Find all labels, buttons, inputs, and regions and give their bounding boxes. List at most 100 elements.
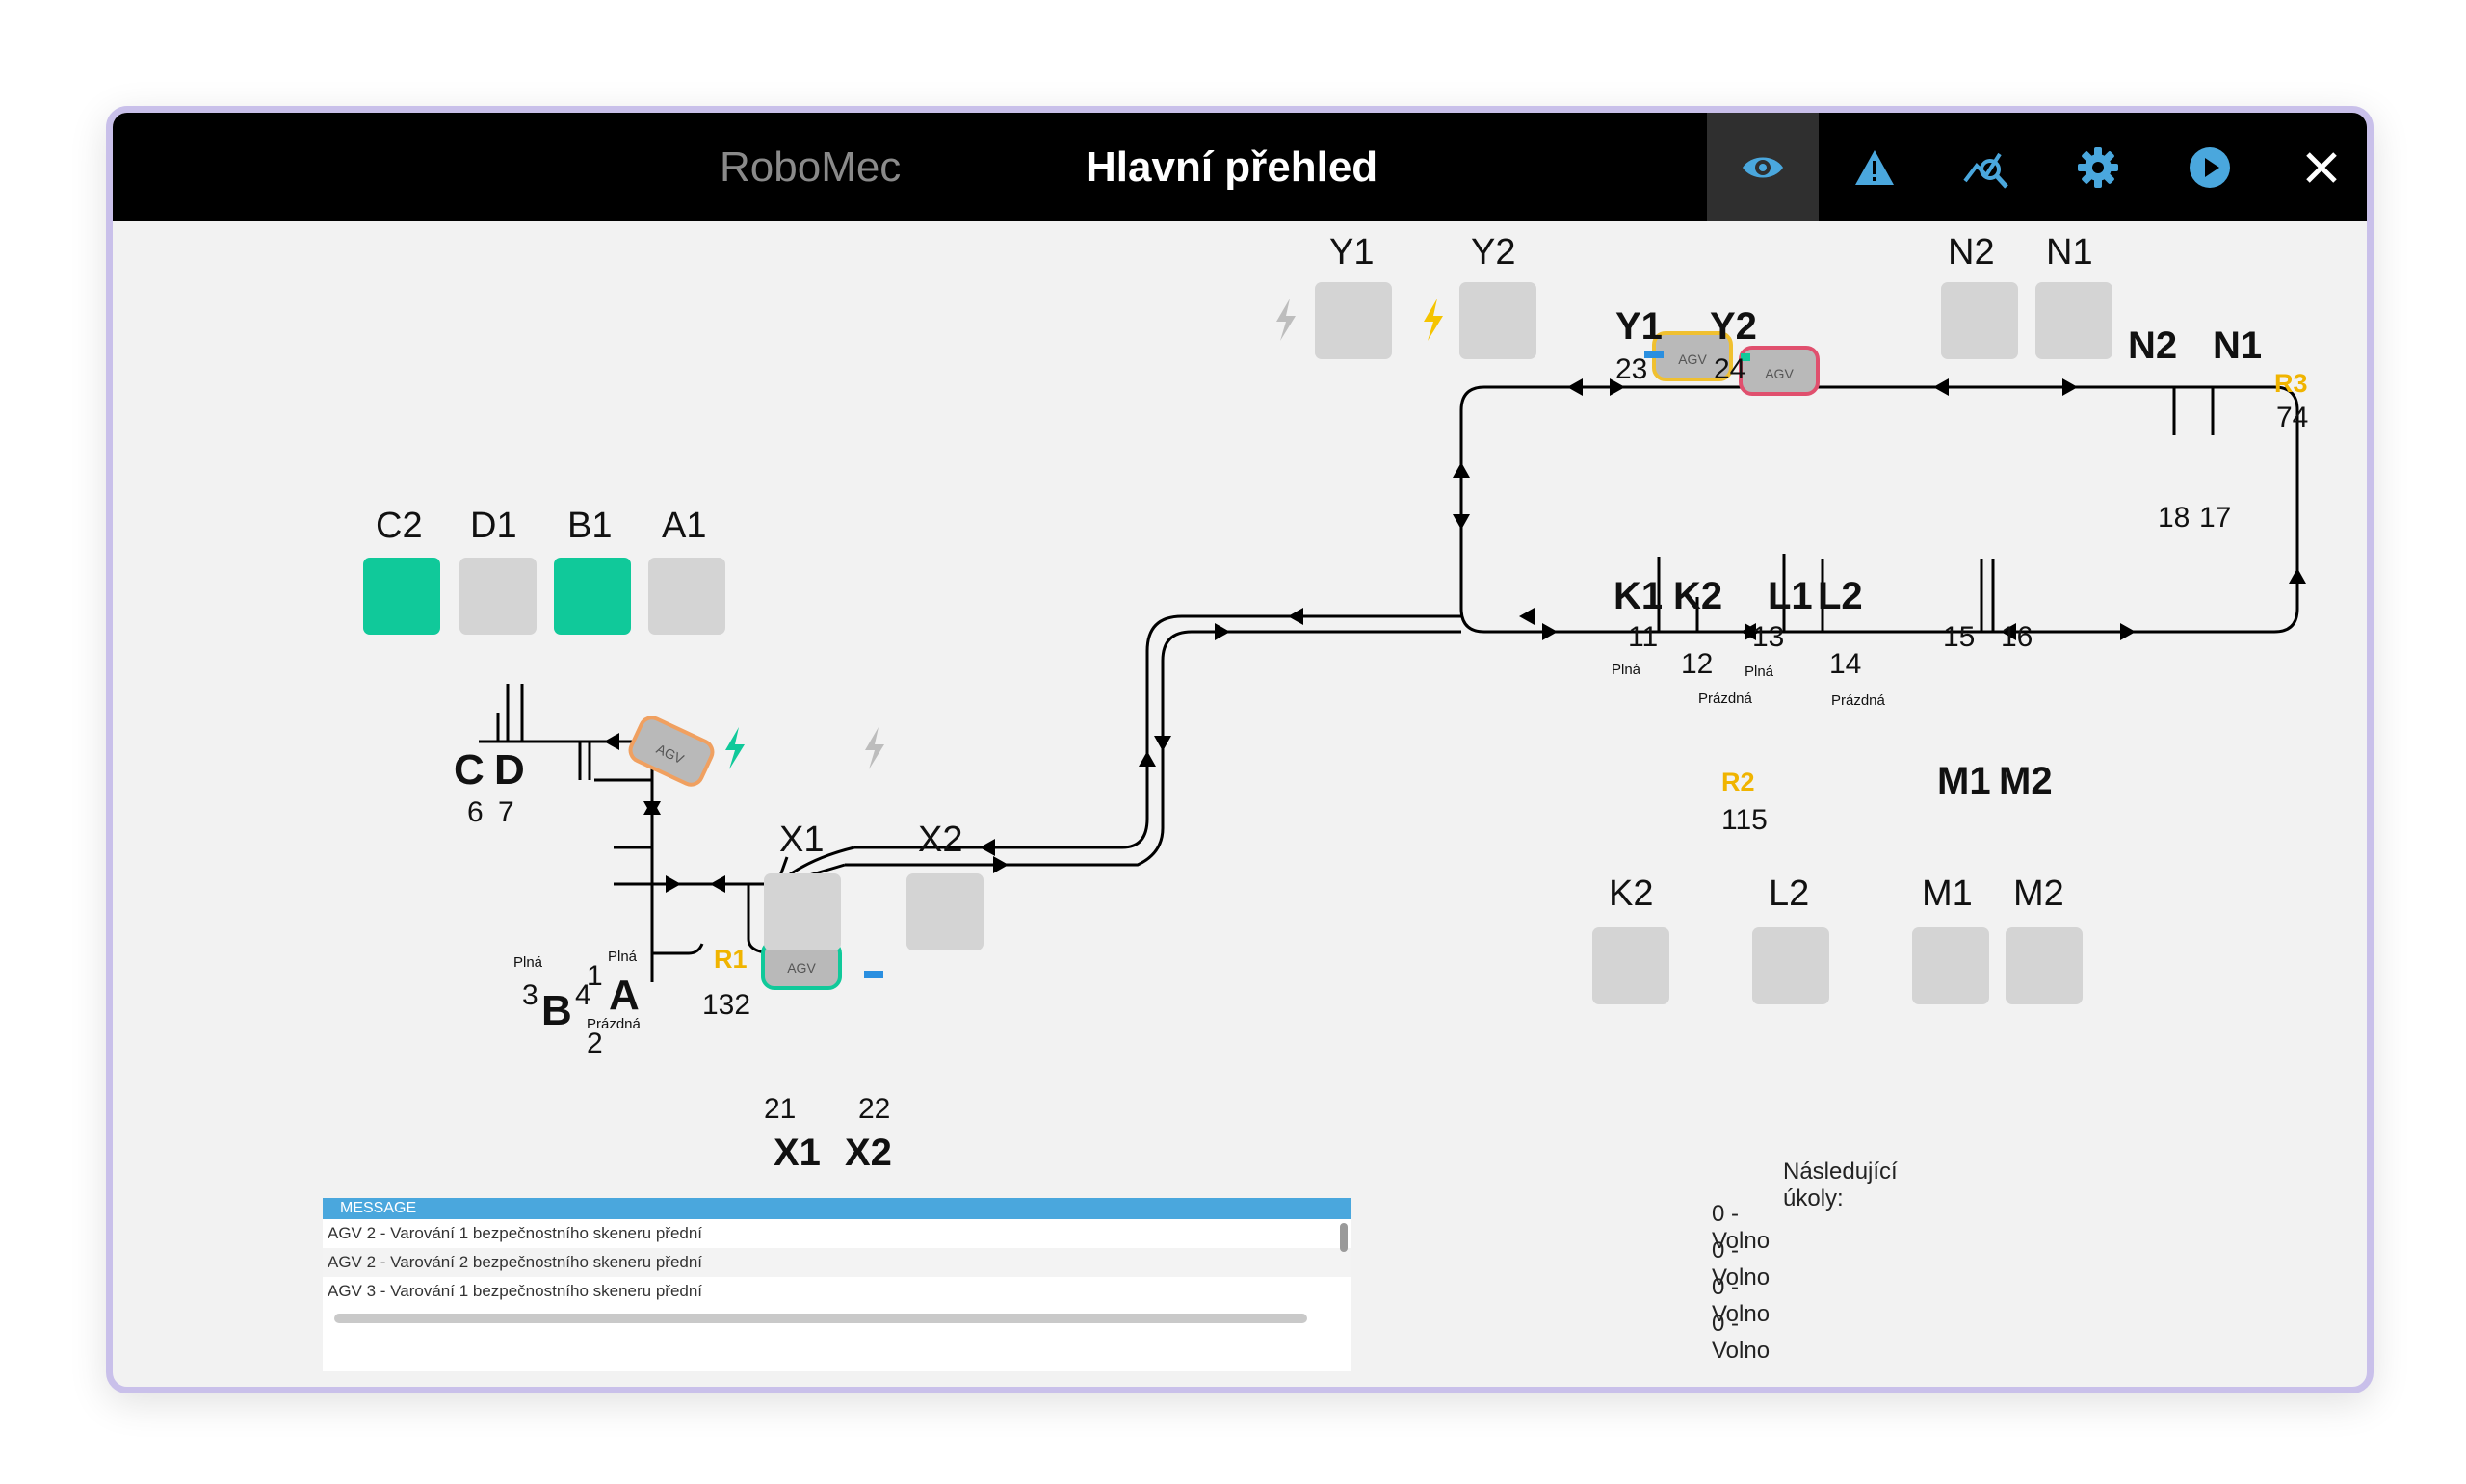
svg-text:AGV: AGV [1765,366,1794,381]
station-label: Y1 [1329,232,1375,273]
map-label: 23 [1615,353,1648,385]
station-a1[interactable] [648,558,725,635]
play-icon [2190,146,2230,188]
map-label: X1 [774,1132,821,1174]
svg-text:AGV: AGV [1678,351,1707,367]
slot-status: Prázdná [587,1016,641,1032]
station-label: B1 [567,506,613,546]
map-label: 13 [1752,621,1785,653]
charge-icon [1424,299,1443,341]
analytics-icon [1963,152,2008,189]
station-label: Y2 [1471,232,1516,273]
message-panel: MESSAGE AGV 2 - Varování 1 bezpečnostníh… [323,1198,1351,1371]
slot-status: Prázdná [1831,692,1885,709]
slot-status: Prázdná [1698,690,1752,707]
map-label: N1 [2213,325,2263,367]
task-item: 0 - Volno [1712,1311,1771,1364]
close-button[interactable] [2266,113,2367,221]
map-label: L1 [1768,575,1813,617]
slot-status: Plná [608,949,638,965]
settings-button[interactable] [2042,113,2154,221]
station-label: D1 [470,506,517,546]
agv-4[interactable]: AGV [627,714,717,788]
station-label: C2 [376,506,423,546]
message-row[interactable]: AGV 2 - Varování 2 bezpečnostního skener… [323,1248,1351,1277]
map-label: 115 [1721,804,1768,836]
page-title: Hlavní přehled [1086,143,1378,191]
station-y2[interactable] [1459,282,1536,359]
station-y1[interactable] [1315,282,1392,359]
station-label: N2 [1948,232,1995,273]
station-c2[interactable] [363,558,440,635]
map-label: 74 [2276,402,2309,433]
map-label: K1 [1613,575,1664,617]
map-label: M1 [1937,760,1991,802]
charge-icon [865,727,884,769]
station-label: N1 [2046,232,2093,273]
station-x2[interactable] [906,873,984,950]
station-label: X2 [918,820,963,860]
message-row[interactable]: AGV 2 - Varování 1 bezpečnostního skener… [328,1224,703,1242]
map-label: X2 [845,1132,892,1174]
close-icon [2306,151,2337,183]
map-label: 4 [575,979,591,1011]
tasks-title: Následující úkoly: [1783,1159,1898,1211]
analytics-button[interactable] [1930,113,2042,221]
horizontal-scrollbar[interactable] [334,1314,1307,1323]
map-label: Y2 [1710,305,1757,348]
map-label: 18 [2158,502,2191,534]
station-d1[interactable] [459,558,537,635]
station-b1[interactable] [554,558,631,635]
task-item: 0 - Volno [1712,1274,1771,1327]
map-label: 15 [1943,621,1976,653]
map-label: 21 [764,1093,797,1125]
agv-1[interactable]: AGV [1652,331,1733,381]
route-label: R3 [2274,369,2308,398]
eye-icon [1743,157,1783,177]
charge-icon [1276,299,1296,341]
station-x1[interactable] [764,873,841,950]
station-m1[interactable] [1912,927,1989,1004]
warning-icon [1855,149,1894,185]
map-label: 2 [587,1028,603,1059]
station-label: K2 [1609,873,1654,914]
map-label: 7 [498,796,514,828]
svg-text:AGV: AGV [787,960,816,976]
play-button[interactable] [2154,113,2266,221]
gear-icon [2078,146,2118,188]
vertical-scrollbar[interactable] [1340,1223,1348,1252]
station-n2[interactable] [1941,282,2018,359]
station-label: L2 [1769,873,1810,914]
station-label: M2 [2013,873,2064,914]
station-n1[interactable] [2035,282,2112,359]
message-header: MESSAGE [323,1198,1351,1219]
map-label: 14 [1829,648,1862,680]
map-label: 16 [2001,621,2033,653]
task-item: 0 - Volno [1712,1201,1771,1254]
map-label: A [609,972,640,1019]
map-label: M2 [1999,760,2053,802]
map-label: 11 [1628,621,1659,653]
map-label: 132 [702,989,751,1021]
station-m2[interactable] [2006,927,2083,1004]
route-label: R2 [1721,768,1755,796]
overview-button[interactable] [1707,113,1819,221]
map-label: C [454,746,485,794]
slot-status: Plná [1745,664,1774,680]
station-k2[interactable] [1592,927,1669,1004]
slot-status: Plná [513,954,543,971]
agv-3[interactable]: AGV [1739,346,1820,396]
title-bar: RoboMec Hlavní přehled [113,113,2367,221]
map-label: K2 [1673,575,1723,617]
station-label: X1 [779,820,825,860]
app-window: RoboMec Hlavní přehled [106,106,2374,1393]
station-label: M1 [1922,873,1973,914]
warnings-button[interactable] [1819,113,1930,221]
station-l2[interactable] [1752,927,1829,1004]
map-label: 24 [1714,353,1746,385]
map-label: 17 [2199,502,2232,534]
map-label: 1 [587,960,603,992]
task-item: 0 - Volno [1712,1237,1771,1290]
app-brand: RoboMec [720,143,902,191]
message-row[interactable]: AGV 3 - Varování 1 bezpečnostního skener… [328,1282,703,1300]
